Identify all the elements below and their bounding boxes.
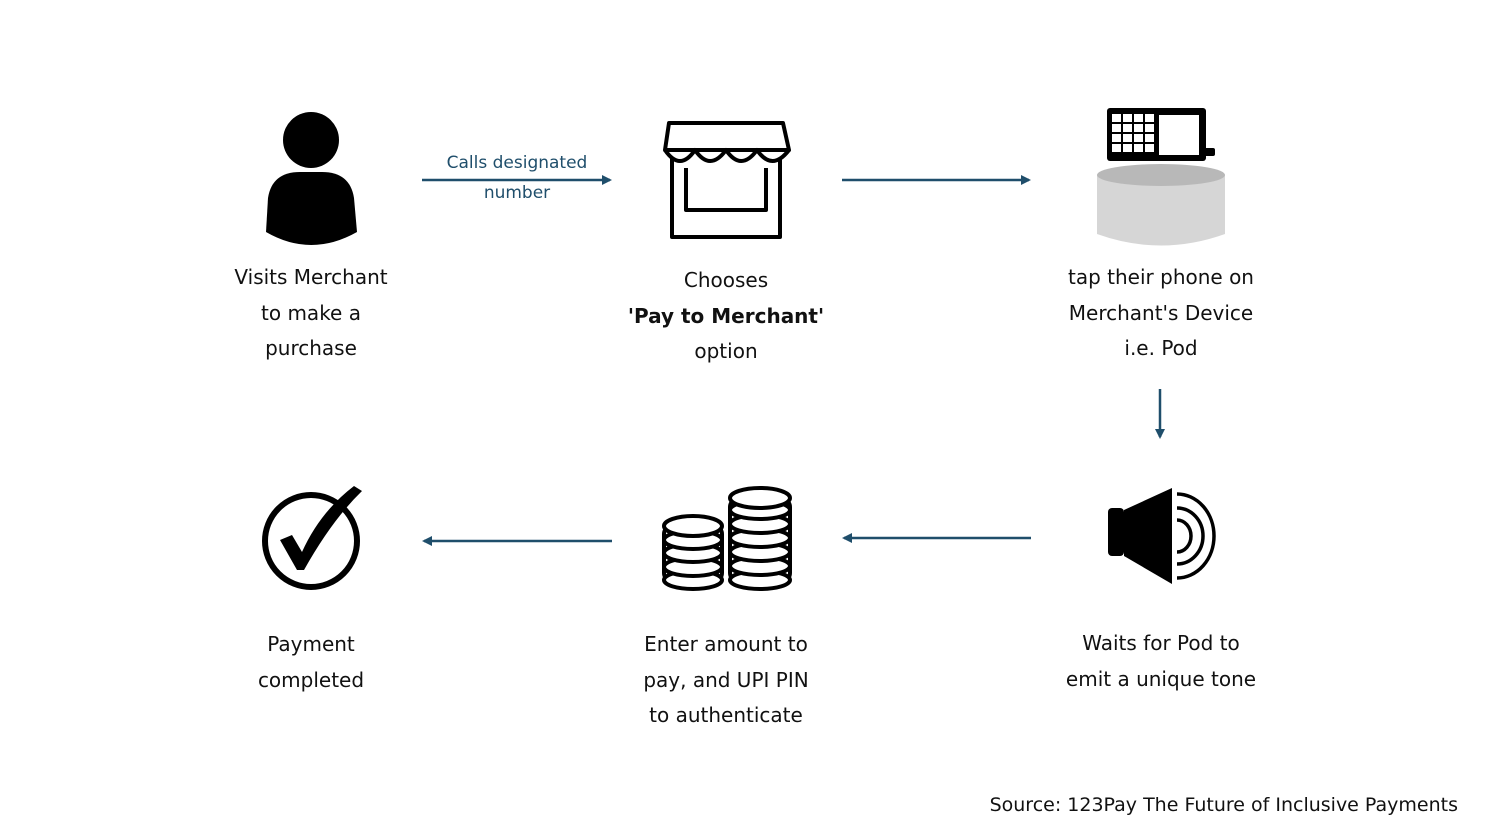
pos-device-icon	[1097, 108, 1225, 246]
storefront-icon	[663, 121, 791, 239]
step-caption-enter: Enter amount to pay, and UPI PIN to auth…	[643, 632, 809, 727]
arrow-label-line-2: number	[483, 183, 551, 203]
arrow-label: Calls designated number	[417, 148, 617, 208]
checkmark-icon	[262, 486, 362, 590]
step-caption-wait: Waits for Pod to emit a unique tone	[1065, 631, 1257, 691]
step-caption-done: Payment completed	[257, 632, 365, 692]
person-icon	[266, 112, 357, 245]
coins-icon	[662, 486, 792, 591]
arrow-label-line-1: Calls designated	[446, 153, 588, 173]
step-caption-choose: Chooses 'Pay to Merchant' option	[627, 268, 825, 363]
speaker-icon	[1108, 488, 1216, 584]
step-caption-tap: tap their phone on Merchant's Device i.e…	[1068, 265, 1254, 360]
step-caption-visit: Visits Merchant to make a purchase	[234, 265, 388, 360]
source-note: Source: 123Pay The Future of Inclusive P…	[989, 794, 1458, 816]
